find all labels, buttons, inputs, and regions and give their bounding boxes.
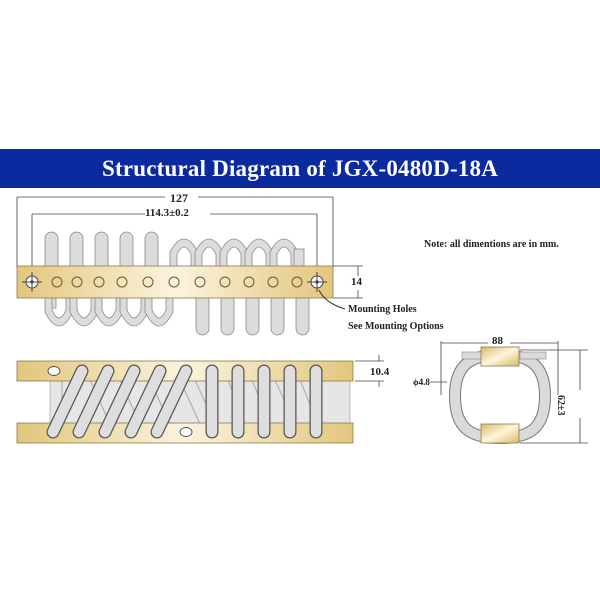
hole-spacing-dim: 114.3±0.2 <box>145 207 189 219</box>
side-view <box>16 355 384 444</box>
diagram-title: Structural Diagram of JGX-0480D-18A <box>101 155 499 181</box>
mounting-hole-icon <box>22 272 327 292</box>
mounting-options-label: See Mounting Options <box>348 321 444 332</box>
mounting-holes-label: Mounting Holes <box>348 304 417 315</box>
cable-diameter-dim: ϕ4.8 <box>413 377 430 387</box>
top-view <box>16 196 363 336</box>
mounting-bar-top <box>16 265 334 299</box>
end-view <box>430 341 588 445</box>
end-width-dim: 88 <box>492 335 503 347</box>
overall-length-dim: 127 <box>170 191 188 205</box>
bar-height-dim: 14 <box>351 276 362 288</box>
side-height-dim: 10.4 <box>370 366 390 378</box>
end-height-dim: 62±3 <box>555 395 566 416</box>
units-note: Note: all dimentions are in mm. <box>424 239 559 250</box>
title-banner: Structural Diagram of JGX-0480D-18A <box>0 149 600 188</box>
